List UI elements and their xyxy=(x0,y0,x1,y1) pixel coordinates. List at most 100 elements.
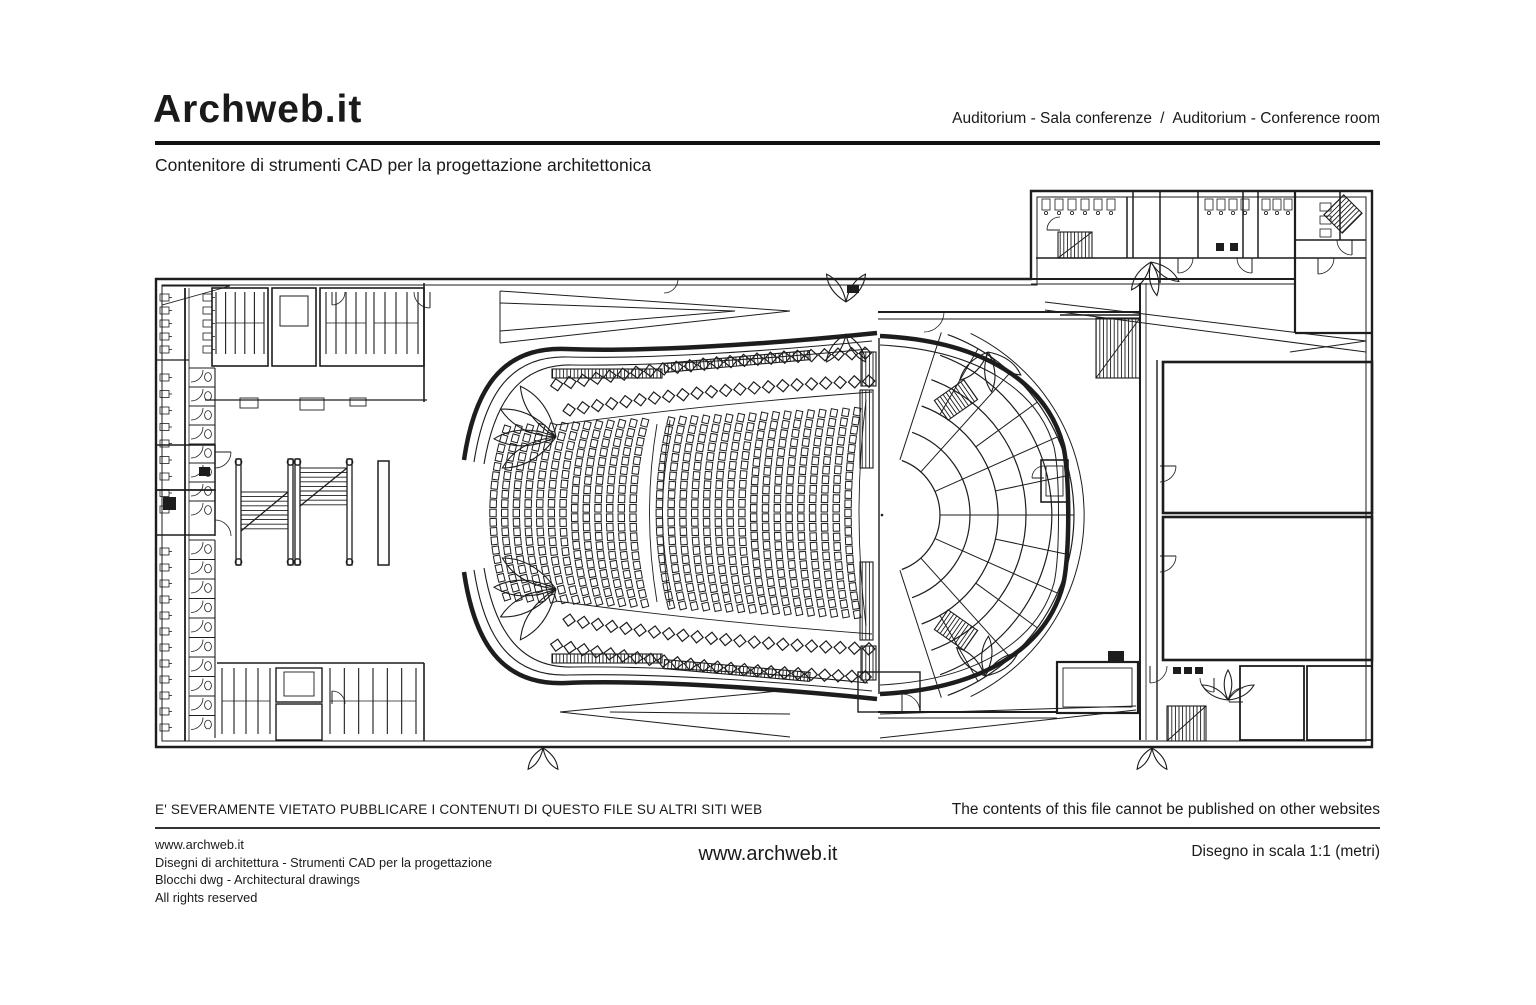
equipment-block xyxy=(1216,243,1224,251)
seat xyxy=(692,470,701,481)
seat xyxy=(797,513,805,523)
seat xyxy=(714,518,723,527)
seat xyxy=(677,415,688,426)
seat xyxy=(536,527,545,537)
seat xyxy=(629,522,638,532)
seat xyxy=(561,469,570,480)
footer-credits: www.archweb.it Disegni di architettura -… xyxy=(155,836,492,906)
sink-fixture xyxy=(159,345,170,354)
sink-fixture xyxy=(159,423,170,431)
seat xyxy=(508,573,518,584)
seat xyxy=(659,563,668,573)
sink-fixture xyxy=(159,293,170,302)
seat xyxy=(675,591,685,602)
seat xyxy=(756,429,765,440)
seat xyxy=(695,442,705,453)
seat xyxy=(750,522,758,532)
seat xyxy=(512,517,521,527)
fixture-dot xyxy=(1044,210,1049,215)
seat xyxy=(782,605,792,616)
seat xyxy=(607,541,616,551)
seat xyxy=(637,588,647,599)
seat xyxy=(706,564,715,575)
chair xyxy=(690,386,704,401)
footer-divider xyxy=(155,827,1380,829)
foliage-petal xyxy=(499,408,557,438)
stall-door-swing xyxy=(190,541,204,555)
storage-room-1 xyxy=(1239,665,1305,741)
seat xyxy=(492,554,502,565)
seat xyxy=(583,475,593,486)
seat xyxy=(572,540,581,550)
chair xyxy=(604,619,619,634)
wc-fixture xyxy=(1080,198,1090,211)
seat xyxy=(574,558,584,569)
seat xyxy=(727,546,736,556)
stair-hatch xyxy=(859,389,874,469)
seat xyxy=(806,409,816,420)
seat xyxy=(732,431,742,442)
seat xyxy=(655,490,664,500)
seat xyxy=(632,560,642,571)
seat xyxy=(537,546,547,556)
seat xyxy=(789,578,799,588)
stall-door-swing xyxy=(190,369,204,383)
seat xyxy=(582,494,591,504)
seat xyxy=(609,456,619,467)
wc-fixture xyxy=(1054,198,1064,211)
seat xyxy=(629,484,638,494)
seat xyxy=(823,570,833,580)
seat xyxy=(657,554,667,564)
seat xyxy=(634,569,643,580)
seat xyxy=(689,414,699,426)
seat xyxy=(673,581,683,592)
seat xyxy=(549,469,559,480)
seat xyxy=(802,428,812,438)
stall-door-swing xyxy=(190,580,204,594)
seat xyxy=(832,523,841,532)
seat xyxy=(845,554,854,564)
sink-fixture xyxy=(159,723,170,732)
chair xyxy=(647,625,662,639)
seat xyxy=(680,471,689,481)
footer-center-site: www.archweb.it xyxy=(698,843,838,865)
stage-corridor-walls xyxy=(857,311,1140,719)
stair-hatch-body xyxy=(860,645,877,681)
seat xyxy=(618,541,628,551)
seat xyxy=(833,474,842,485)
sink-fixture xyxy=(159,659,170,668)
seat xyxy=(838,589,847,600)
chair xyxy=(761,636,776,651)
seat xyxy=(789,438,799,448)
seat xyxy=(719,574,728,585)
seat xyxy=(804,418,814,429)
seat xyxy=(573,549,582,560)
seat xyxy=(568,430,578,441)
seat xyxy=(597,559,607,570)
seat xyxy=(679,517,687,527)
seat xyxy=(586,559,595,569)
seat xyxy=(583,485,592,495)
wc-fixture xyxy=(1041,198,1051,211)
seat xyxy=(695,573,705,584)
foliage-petal xyxy=(527,747,544,771)
seat xyxy=(496,443,506,454)
seat xyxy=(836,436,846,446)
seat xyxy=(839,599,849,609)
seat xyxy=(556,431,567,442)
chair xyxy=(831,668,846,683)
escalator-banks xyxy=(215,292,419,734)
seat xyxy=(667,517,676,527)
wc-fixture xyxy=(1106,198,1116,211)
seat xyxy=(730,441,740,452)
chair xyxy=(804,376,819,391)
seat xyxy=(776,568,786,579)
seat xyxy=(607,475,616,485)
seat xyxy=(571,531,580,541)
seat xyxy=(782,410,792,421)
sink-fixture xyxy=(159,547,170,556)
drawing-title-it: Auditorium - Sala conferenze xyxy=(952,110,1153,127)
toilet-stalls xyxy=(189,367,215,730)
seat xyxy=(501,489,510,499)
seat xyxy=(618,532,627,542)
